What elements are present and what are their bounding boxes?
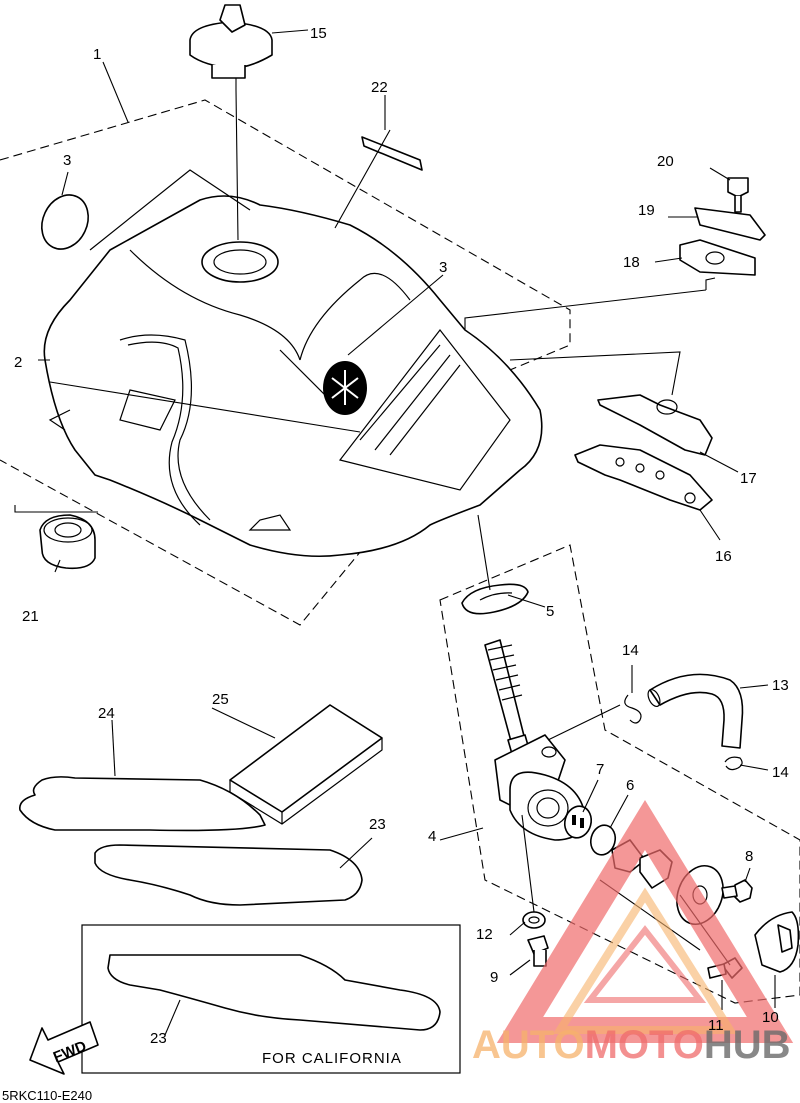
fuel-tank <box>43 169 543 558</box>
pad-25 <box>229 704 383 813</box>
bracket-16 <box>574 444 713 511</box>
fuel-hose-13 <box>649 673 744 749</box>
petcock-assembly-box <box>439 544 800 1004</box>
watermark-logo-icon <box>496 800 794 1043</box>
pad-23-california <box>107 954 441 1031</box>
fwd-arrow-icon: FWD <box>29 1021 99 1075</box>
callout-7: 7 <box>596 761 604 778</box>
callout-12: 12 <box>476 926 493 943</box>
pad-23 <box>94 844 363 906</box>
callout-10: 10 <box>762 1009 779 1026</box>
gasket-5 <box>461 583 529 615</box>
o-ring-6 <box>589 824 617 856</box>
tank-assembly-box <box>0 99 571 626</box>
fuel-cap <box>189 4 273 79</box>
callout-6: 6 <box>626 777 634 794</box>
diagram-code: 5RKC110-E240 <box>2 1088 92 1103</box>
callout-23b: 23 <box>150 1030 167 1047</box>
callout-20: 20 <box>657 153 674 170</box>
seal-7 <box>563 805 593 839</box>
california-label: FOR CALIFORNIA <box>262 1050 402 1067</box>
watermark-text: AUTOMOTOHUB <box>472 1023 791 1067</box>
california-box <box>81 924 461 1074</box>
lever-10 <box>754 911 800 973</box>
gasket-3 <box>41 194 89 250</box>
callout-9: 9 <box>490 969 498 986</box>
callout-15: 15 <box>310 25 327 42</box>
callout-23a: 23 <box>369 816 386 833</box>
bracket-set <box>679 177 766 276</box>
callout-22: 22 <box>371 79 388 96</box>
washer-12 <box>522 911 546 929</box>
callout-21: 21 <box>22 608 39 625</box>
callout-24: 24 <box>98 705 115 722</box>
callout-25: 25 <box>212 691 229 708</box>
screw-9 <box>527 935 549 967</box>
callout-14a: 14 <box>622 642 639 659</box>
grommet-21 <box>39 514 96 570</box>
callout-13: 13 <box>772 677 789 694</box>
callout-2: 2 <box>14 354 22 371</box>
callout-1: 1 <box>93 46 101 63</box>
callout-3a: 3 <box>63 152 71 169</box>
fuel-cock <box>484 639 586 841</box>
callout-8: 8 <box>745 848 753 865</box>
clip-14-lower <box>724 756 743 771</box>
pad-24 <box>18 776 266 832</box>
callout-18: 18 <box>623 254 640 271</box>
callout-5: 5 <box>546 603 554 620</box>
callout-4: 4 <box>428 828 436 845</box>
callout-19: 19 <box>638 202 655 219</box>
leader-lines <box>14 29 776 1036</box>
bracket-17 <box>597 394 713 456</box>
callout-16: 16 <box>715 548 732 565</box>
screw-8 <box>721 879 753 903</box>
callout-17: 17 <box>740 470 757 487</box>
callout-11: 11 <box>708 1017 724 1034</box>
callout-14b: 14 <box>772 764 789 781</box>
callout-3b: 3 <box>439 259 447 276</box>
clip-14-upper <box>624 694 642 724</box>
strip-22 <box>361 136 423 171</box>
